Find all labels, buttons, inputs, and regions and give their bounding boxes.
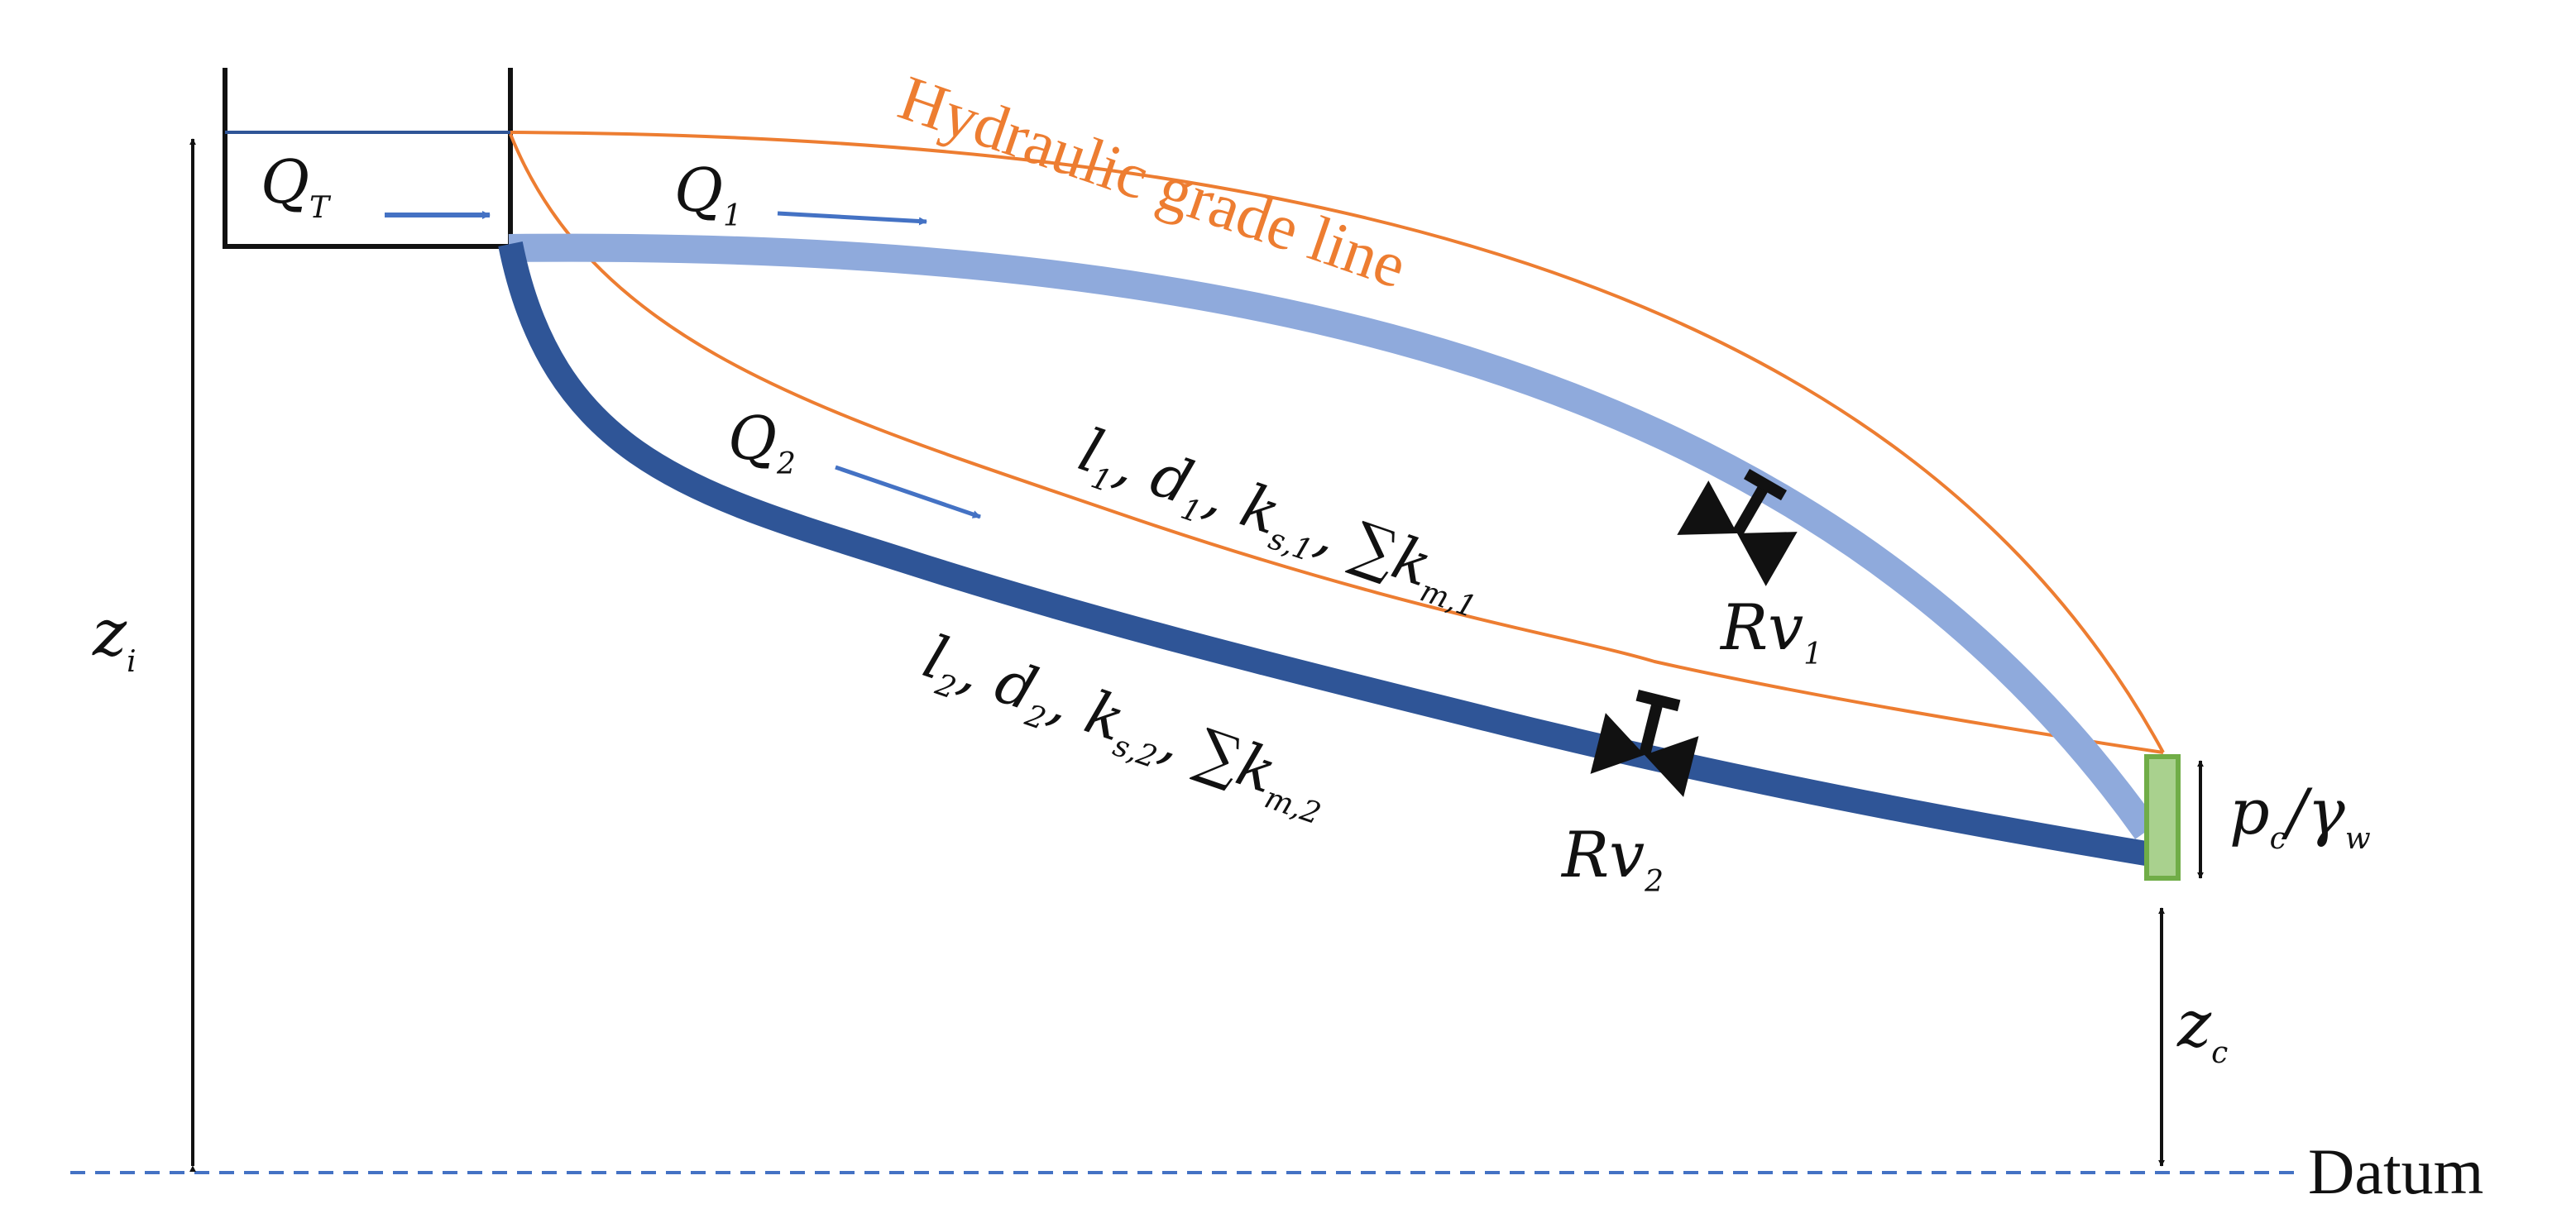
pressure-head-label: pc/γw — [2229, 775, 2371, 856]
datum-label: Datum — [2308, 1135, 2483, 1207]
flow-arrow-pipe-1 — [777, 211, 927, 226]
flow-pipe-1-label: Q1 — [674, 155, 742, 233]
pipe-1 — [508, 233, 2158, 839]
valve-1-icon — [1677, 469, 1798, 586]
valve-1-label: Rv1 — [1719, 590, 1822, 671]
hgl-upper-curve — [510, 131, 2165, 753]
flow-pipe-2-label: Q2 — [728, 404, 796, 481]
valve-2-label: Rv2 — [1560, 818, 1664, 899]
valve-2-icon — [1590, 689, 1699, 797]
pipe-2 — [498, 241, 2163, 868]
elevation-in-label: zi — [92, 596, 136, 679]
elevation-out-label: zc — [2176, 987, 2228, 1070]
hgl-lower-curve — [509, 133, 2164, 754]
reservoir-tank — [223, 68, 513, 249]
outlet-element — [2144, 754, 2181, 881]
flow-arrow-pipe-2 — [835, 465, 981, 519]
flow-total-label: QT — [261, 147, 332, 225]
